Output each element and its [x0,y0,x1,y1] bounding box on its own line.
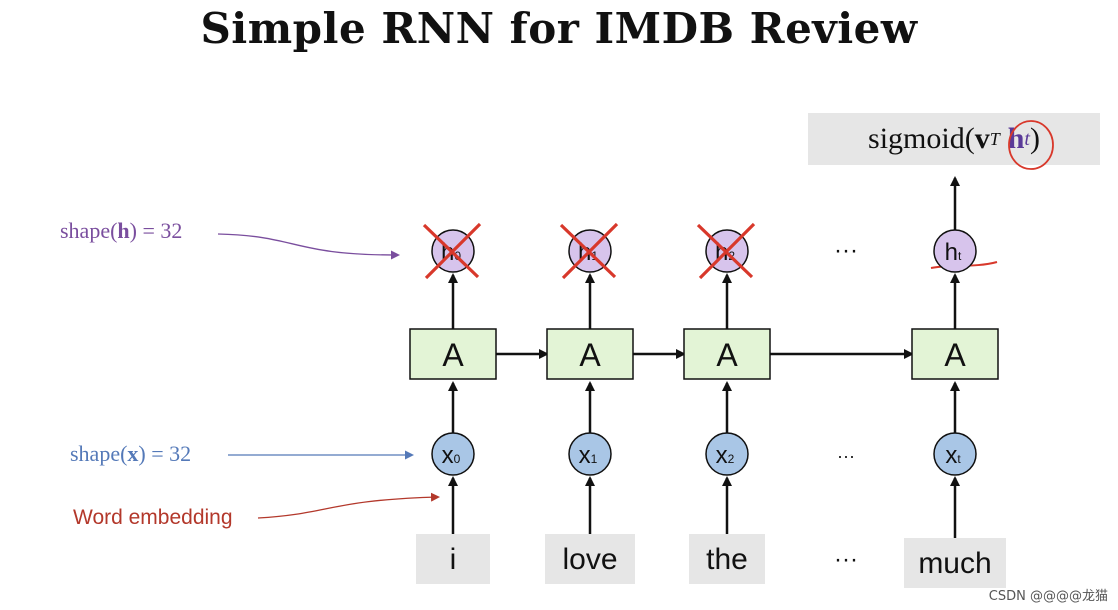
h-cross-b-1 [561,222,619,280]
word-box-3 [904,538,1006,588]
word-embedding-label: Word embedding [73,506,233,529]
sigmoid-close: ) [1029,122,1040,155]
rnn-cell-label-3: A [944,337,966,373]
rnn-cell-label-2: A [716,337,738,373]
x-node-label-1: x1 [579,442,598,469]
h-annotation-circle [1008,120,1054,170]
h-cross-b-2 [698,222,756,280]
word-text-1: love [562,543,617,576]
x-node-label-0: x0 [442,442,461,469]
ellipsis-bottom: ··· [834,546,858,573]
h-cross-b-0 [424,222,482,280]
x-node-label-2: x2 [716,442,735,469]
rnn-cell-0 [409,328,497,380]
h-node-label-3: ht [945,239,962,266]
x-node-label-3: xt [945,442,961,469]
page-title: Simple RNN for IMDB Review [200,4,918,53]
word-text-3: much [918,547,991,580]
shape-x-label: shape(x) = 32 [70,441,192,466]
rnn-cell-label-0: A [442,337,464,373]
sigmoid-func: sigmoid( [868,122,975,155]
word-text-0: i [450,543,457,576]
word-box-0 [416,534,490,584]
shape-h-label: shape(h) = 32 [60,218,183,243]
word-box-2 [689,534,765,584]
h-node-3 [933,229,977,273]
rnn-cell-3 [911,328,999,380]
h-vector: h [1007,122,1025,155]
transpose-sup: T [989,128,1000,149]
ellipsis-mid: ··· [837,446,855,466]
footer-credit: CSDN @@@@龙猫 [988,589,1108,604]
rnn-cell-label-1: A [579,337,601,373]
shape-h-pointer [217,233,400,260]
h-sub: t [1024,127,1030,150]
v-vector: v [974,122,990,155]
word-box-1 [545,534,635,584]
word-embedding-pointer [257,492,440,519]
ellipsis-top: ··· [834,237,858,264]
word-text-2: the [706,543,748,576]
